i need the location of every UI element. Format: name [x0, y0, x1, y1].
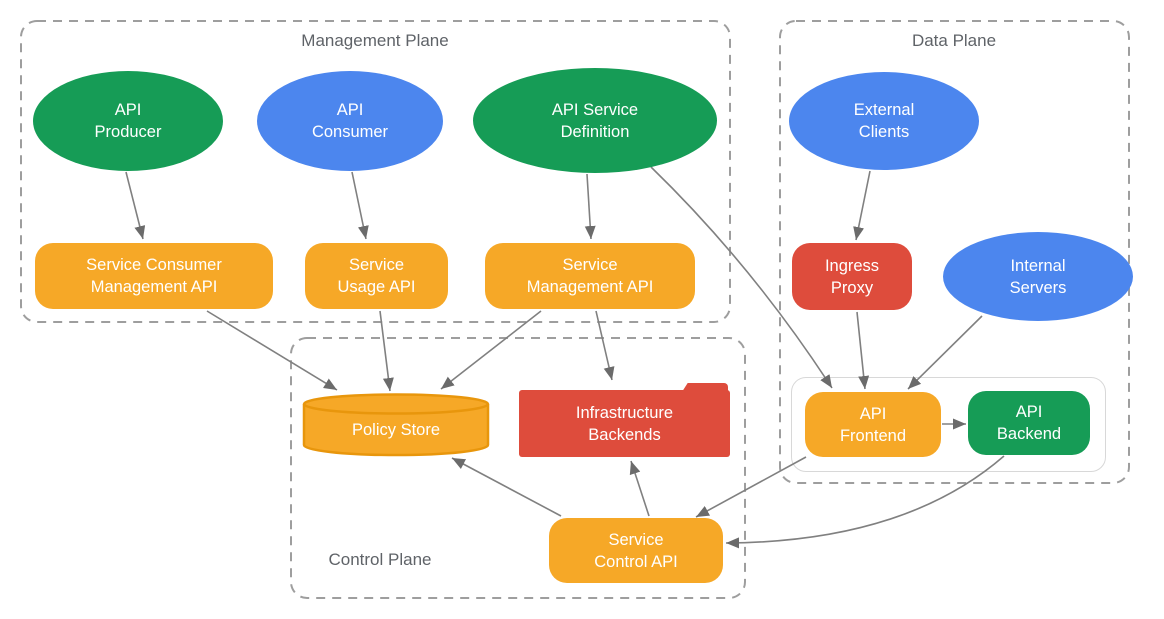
edge-api-frontend-to-service-control-api — [695, 456, 807, 518]
node-external-clients: External Clients — [789, 72, 979, 170]
edge-api-producer-to-service-consumer-management-api — [125, 171, 146, 240]
edge-service-consumer-management-api-to-policy-store — [206, 310, 338, 391]
node-api-producer: API Producer — [33, 71, 223, 171]
node-api-frontend: API Frontend — [805, 392, 941, 457]
edge-service-control-api-to-policy-store — [451, 457, 562, 517]
node-service-control-api: Service Control API — [549, 518, 723, 583]
node-api-service-definition: API Service Definition — [473, 68, 717, 173]
edge-api-service-definition-to-service-management-api — [584, 173, 596, 240]
edge-service-control-api-to-infrastructure-backends — [629, 460, 650, 517]
data-plane-label: Data Plane — [911, 31, 997, 50]
node-infrastructure-backends: Infrastructure Backends — [519, 383, 730, 457]
node-api-consumer: API Consumer — [257, 71, 443, 171]
edge-service-usage-api-to-policy-store — [379, 310, 394, 392]
node-service-usage-api: Service Usage API — [305, 243, 448, 309]
edge-service-management-api-to-policy-store — [440, 310, 542, 390]
management-plane-label: Management Plane — [301, 31, 449, 50]
node-internal-servers: Internal Servers — [943, 232, 1133, 321]
control-plane-label: Control Plane — [328, 550, 432, 569]
node-service-consumer-management-api: Service Consumer Management API — [35, 243, 273, 309]
node-ingress-proxy: Ingress Proxy — [792, 243, 912, 310]
node-api-backend: API Backend — [968, 391, 1090, 455]
edge-external-clients-to-ingress-proxy — [853, 170, 871, 241]
node-service-management-api: Service Management API — [485, 243, 695, 309]
node-policy-store: Policy Store — [302, 393, 490, 457]
edge-service-management-api-to-infrastructure-backends — [595, 310, 615, 381]
edge-api-consumer-to-service-usage-api — [351, 171, 369, 240]
folder-body: Infrastructure Backends — [519, 390, 730, 457]
